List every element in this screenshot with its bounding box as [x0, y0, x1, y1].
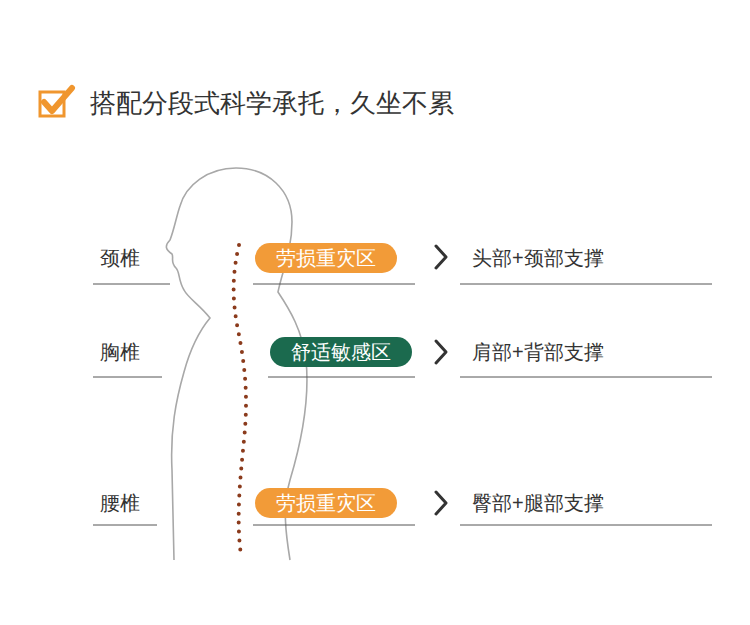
spine-label: 腰椎	[100, 491, 140, 515]
zone-text: 舒适敏感区	[291, 342, 391, 362]
support-label: 头部+颈部支撑	[472, 246, 604, 270]
spine-label: 胸椎	[100, 340, 140, 364]
zone-pill: 劳损重灾区	[255, 243, 397, 273]
zone-pill: 舒适敏感区	[270, 337, 412, 367]
zone-pill: 劳损重灾区	[255, 488, 397, 518]
heading: 搭配分段式科学承托，久坐不累	[90, 88, 454, 119]
underlines	[93, 284, 712, 525]
support-label: 肩部+背部支撑	[472, 340, 604, 364]
support-label: 臀部+腿部支撑	[472, 491, 604, 515]
chevrons	[436, 246, 446, 514]
zone-text: 劳损重灾区	[276, 248, 376, 268]
spine-dots	[234, 245, 246, 555]
spine-label: 颈椎	[100, 246, 140, 270]
checkbox-icon	[40, 88, 72, 116]
zone-text: 劳损重灾区	[276, 493, 376, 513]
